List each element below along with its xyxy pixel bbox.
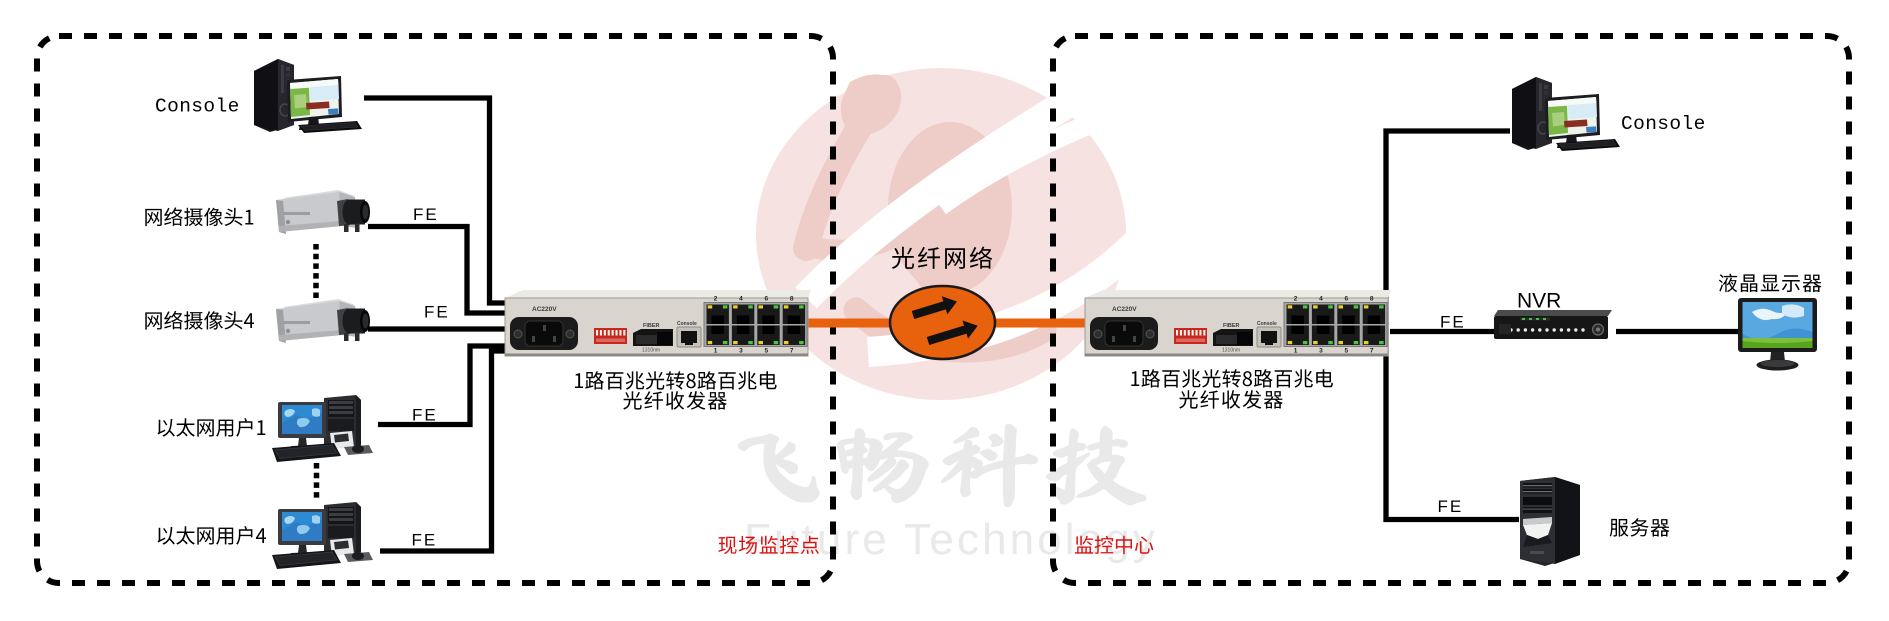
svg-text:Console: Console xyxy=(155,96,240,118)
svg-text:Console: Console xyxy=(1621,113,1706,135)
svg-text:Future Technology: Future Technology xyxy=(744,515,1158,564)
svg-text:FE: FE xyxy=(413,205,439,224)
svg-text:FE: FE xyxy=(412,531,438,550)
svg-text:FE: FE xyxy=(1438,497,1464,516)
svg-text:FE: FE xyxy=(412,406,438,425)
svg-text:FE: FE xyxy=(1440,313,1466,332)
svg-text:NVR: NVR xyxy=(1517,290,1561,313)
svg-text:FE: FE xyxy=(424,303,450,322)
